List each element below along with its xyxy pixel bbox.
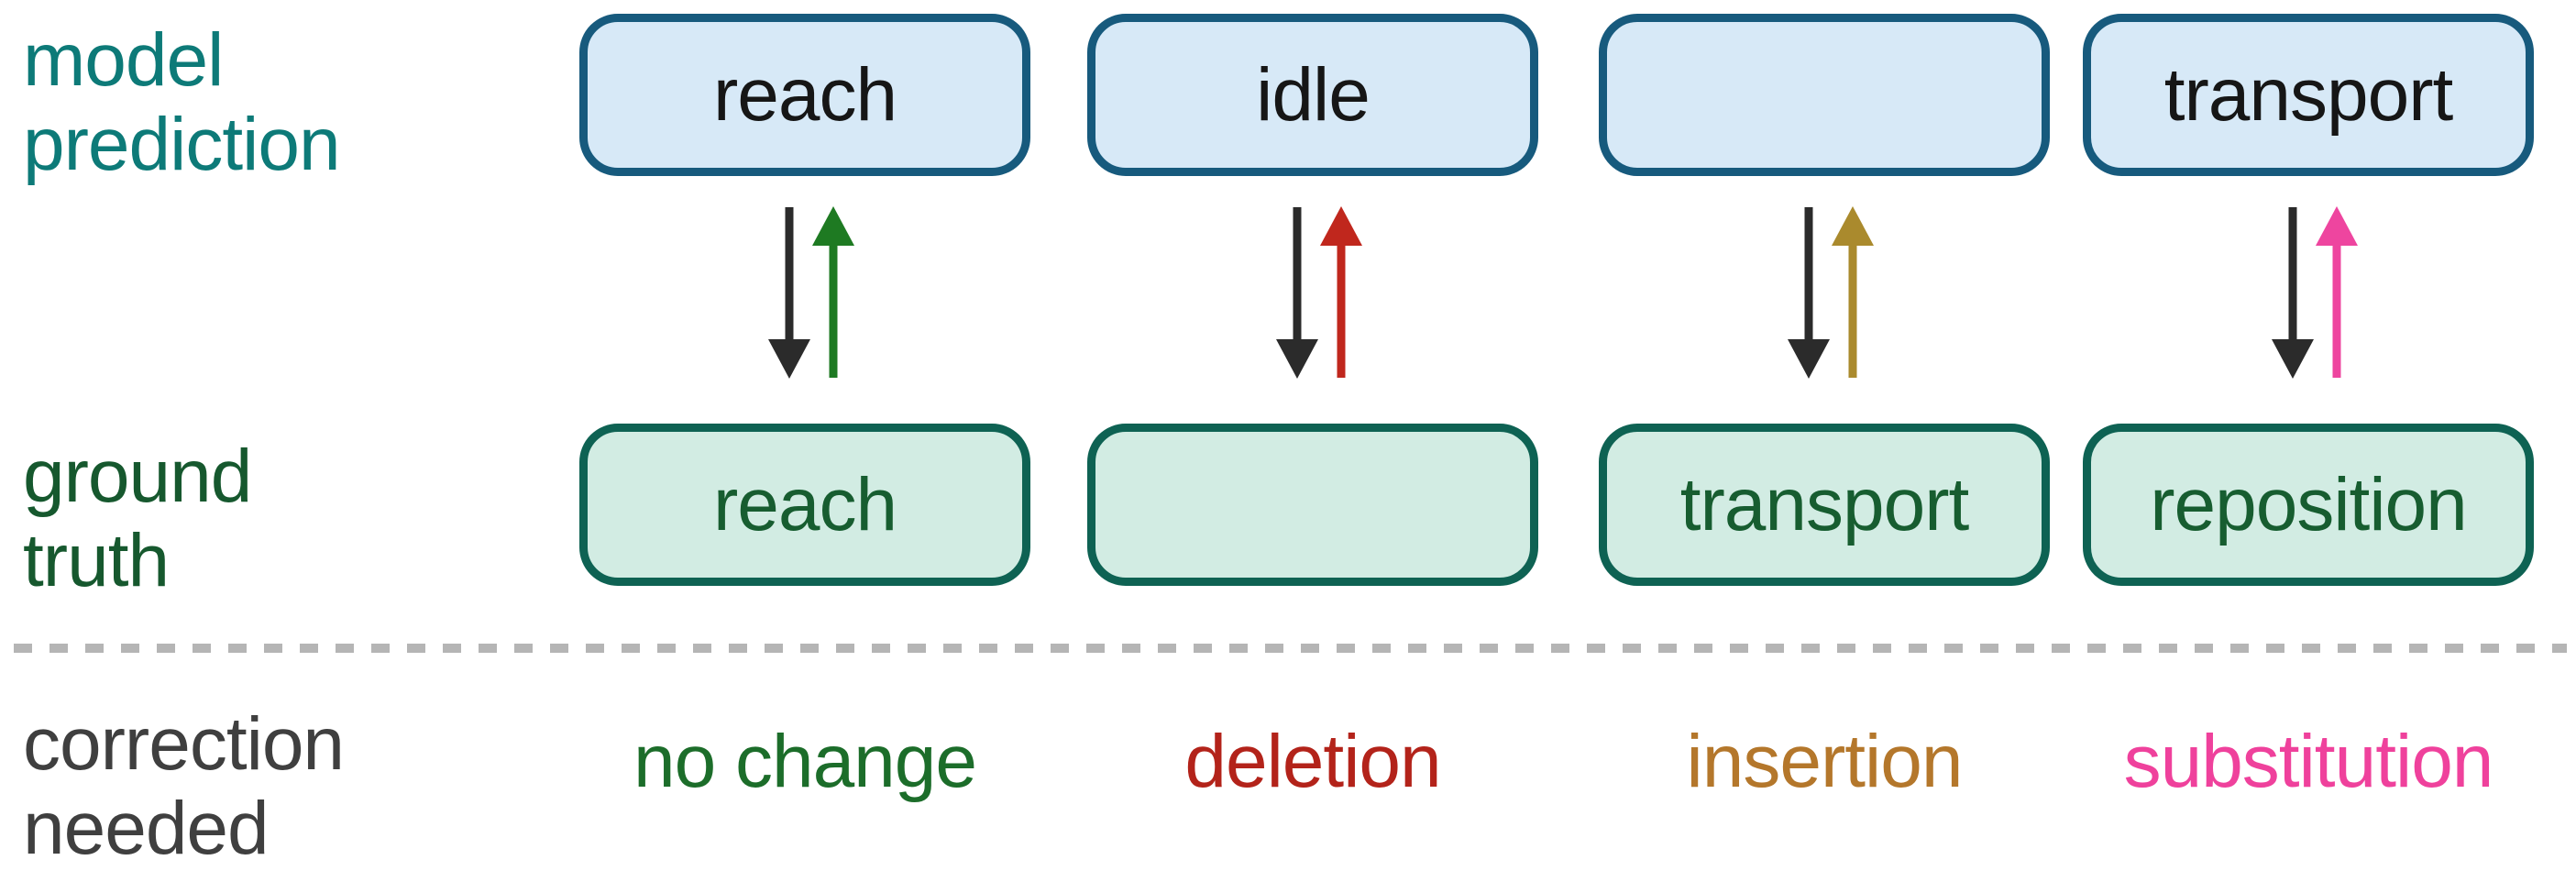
column-no-change: reach reach no change [579,0,1030,865]
ground-truth-box-label: reposition [2150,462,2468,546]
prediction-box [1599,14,2050,176]
model-prediction-label-line2: prediction [23,103,341,186]
correction-type-label: insertion [1686,720,1964,803]
column-deletion: idle deletion [1087,0,1538,865]
ground-truth-box: transport [1599,424,2050,586]
ground-truth-box [1087,424,1538,586]
prediction-box: reach [579,14,1030,176]
down-arrow-icon [1276,207,1318,379]
ground-truth-box-label: transport [1679,462,1970,546]
model-prediction-label-line1: model [23,18,224,102]
correction-type-label: deletion [1184,720,1441,803]
down-arrow-icon [1788,207,1830,379]
dashed-divider [14,644,2567,653]
correction-needed-label-line2: needed [23,787,270,870]
down-arrow-icon [768,207,810,379]
swap-arrows-icon [768,206,854,379]
prediction-box-label: reach [712,52,897,137]
prediction-box: idle [1087,14,1538,176]
up-arrow-icon [1320,206,1362,378]
prediction-box-label: transport [2163,52,2454,137]
ground-truth-box: reach [579,424,1030,586]
correction-type-label: substitution [2123,720,2494,803]
down-arrow-icon [2272,207,2314,379]
up-arrow-icon [1832,206,1874,378]
prediction-box-label: idle [1256,52,1371,137]
swap-arrows-icon [1788,206,1874,379]
correction-needed-label-line1: correction [23,702,345,786]
ground-truth-label-line2: truth [23,519,170,602]
swap-arrows-icon [2272,206,2358,379]
ground-truth-box-label: reach [712,462,897,546]
ground-truth-label-line1: ground [23,435,252,518]
column-substitution: transport reposition substitution [2083,0,2534,865]
column-insertion: transport insertion [1599,0,2050,865]
up-arrow-icon [2316,206,2358,378]
swap-arrows-icon [1276,206,1362,379]
ground-truth-label: ground truth [23,435,252,603]
correction-type-label: no change [633,720,977,803]
model-prediction-label: model prediction [23,18,341,187]
ground-truth-box: reposition [2083,424,2534,586]
up-arrow-icon [812,206,854,378]
prediction-box: transport [2083,14,2534,176]
correction-needed-label: correction needed [23,702,345,871]
